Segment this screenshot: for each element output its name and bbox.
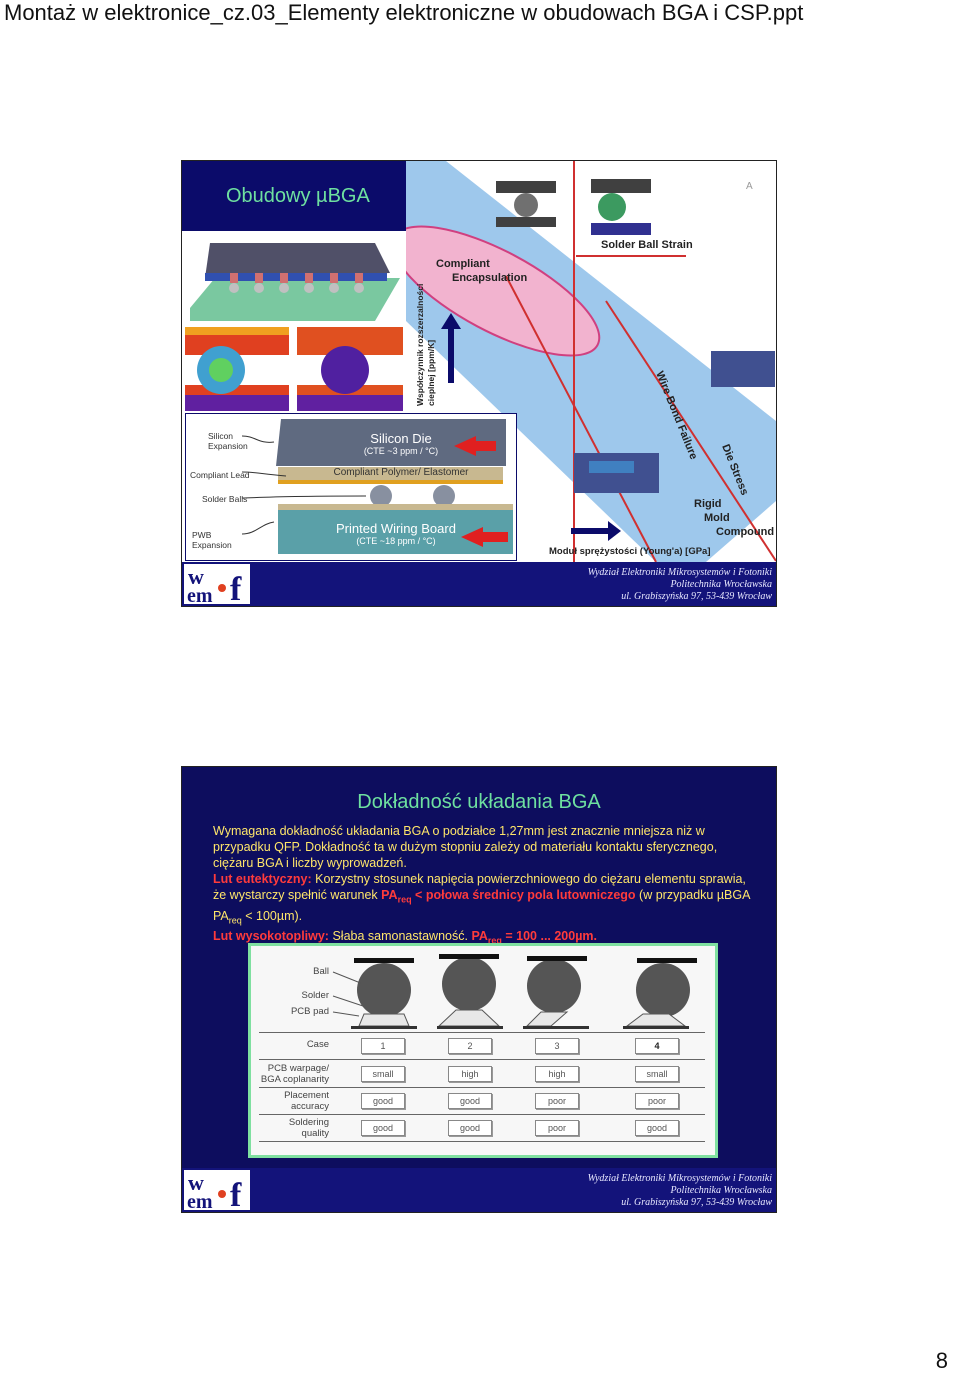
y-axis-label-1: Współczynnik rozszerzalności	[415, 284, 425, 406]
case-cell-2: 2	[448, 1038, 492, 1054]
slide-body-text: Wymagana dokładność układania BGA o podz…	[213, 823, 758, 949]
die-stress-line	[605, 300, 776, 562]
eutectic-tail: (w przypadku µBGA PA	[213, 888, 750, 923]
eutectic-label: Lut eutektyczny:	[213, 872, 312, 886]
slide-ubga-packages: Obudowy µBGA Solder Ball Strain Complian…	[181, 160, 777, 607]
footer-faculty: Wydział Elektroniki Mikrosystemów i Foto…	[587, 1173, 772, 1184]
soldering-cell-2: good	[448, 1120, 492, 1136]
high-temp-text: Słaba samonastawność.	[328, 929, 472, 943]
ball-case-3	[523, 956, 589, 1029]
svg-text:em: em	[187, 1191, 213, 1210]
compliant-ellipse	[406, 225, 601, 357]
placement-cell-4: poor	[635, 1093, 679, 1109]
paragraph-high-temp: Lut wysokotopliwy: Słaba samonastawność.…	[213, 928, 758, 949]
compliant-label: Compliant	[436, 258, 490, 270]
row-case-label: Case	[306, 1039, 329, 1050]
x-axis-label: Moduł sprężystości (Young'a) [GPa]	[549, 546, 711, 557]
warpage-cell-3: high	[535, 1066, 579, 1082]
mold-label: Mold	[704, 512, 730, 524]
ubga-package-render	[185, 233, 403, 325]
footer-university: Politechnika Wrocławska	[670, 579, 772, 590]
svg-text:f: f	[230, 571, 242, 604]
row-warpage-label: PCB warpage/BGA coplanarity	[260, 1063, 329, 1085]
ball-case-4	[623, 958, 697, 1029]
svg-text:w: w	[188, 564, 204, 589]
ball-case-2	[437, 954, 503, 1029]
silicon-die-cte: (CTE ~3 ppm / °C)	[363, 446, 439, 456]
pa-req-range: PAreq = 100 ... 200µm.	[471, 929, 598, 946]
y-axis-label-2: cieplnej [ppm/K]	[426, 340, 436, 406]
self-alignment-table: Ball Solder PCB pad Case PCB warpage/BGA…	[248, 943, 718, 1158]
high-temp-label: Lut wysokotopliwy:	[213, 929, 329, 943]
slide-footer: w em f Wydział Elektroniki Mikrosystemów…	[182, 1168, 776, 1212]
footer-street: ul. Grabiszyńska 97, 53-439 Wrocław	[621, 1197, 772, 1208]
page-number: 8	[935, 1348, 948, 1373]
compliant-polymer-label: Compliant Polymer/ Elastomer	[333, 467, 469, 478]
svg-text:f: f	[230, 1177, 242, 1210]
case-cell-3: 3	[535, 1038, 579, 1054]
soldering-cell-1: good	[361, 1120, 405, 1136]
encapsulation-label: Encapsulation	[452, 272, 527, 284]
paragraph-accuracy: Wymagana dokładność układania BGA o podz…	[213, 824, 718, 870]
document-title: Montaż w elektronice_cz.03_Elementy elek…	[4, 0, 804, 25]
footer-faculty: Wydział Elektroniki Mikrosystemów i Foto…	[587, 567, 772, 578]
ball-case-1	[351, 958, 417, 1029]
soldering-cell-3: poor	[535, 1120, 579, 1136]
wire-bond-line	[505, 275, 657, 562]
table-divider	[259, 1059, 705, 1060]
pa-req-term: PAreq < połowa średnicy pola lutowniczeg…	[381, 888, 636, 905]
solder-label: Solder	[301, 990, 329, 1001]
pwb-expansion-label-1: PWB	[192, 530, 212, 540]
svg-text:em: em	[187, 585, 213, 604]
warpage-cell-1: small	[361, 1066, 405, 1082]
solder-balls-label: Solder Balls	[202, 494, 248, 504]
table-divider	[259, 1087, 705, 1088]
pwb-expansion-label-2: Expansion	[192, 540, 232, 550]
fem-simulation-images	[185, 327, 403, 411]
rigid-label: Rigid	[694, 498, 722, 510]
svg-text:w: w	[188, 1170, 204, 1195]
wemif-logo: w em f	[184, 1170, 250, 1210]
table-divider	[259, 1032, 705, 1033]
compound-label: Compound	[716, 526, 774, 538]
ubga-cross-section: Silicon Expansion Compliant Lead Solder …	[185, 413, 517, 561]
eutectic-text: Korzystny stosunek napięcia powierzchnio…	[213, 872, 746, 902]
silicon-die-label: Silicon Die	[370, 431, 432, 446]
table-divider	[259, 1141, 705, 1142]
compliant-lead-label: Compliant Lead	[190, 470, 250, 480]
pcb-pad-label: PCB pad	[290, 1006, 329, 1017]
placement-cell-1: good	[361, 1093, 405, 1109]
footer-address: Wydział Elektroniki Mikrosystemów i Foto…	[588, 567, 772, 603]
slide-footer: w em f Wydział Elektroniki Mikrosystemów…	[182, 562, 776, 606]
slide-title-bar: Obudowy µBGA	[182, 161, 406, 231]
solder-ball-strain-label: Solder Ball Strain	[601, 239, 693, 251]
warpage-cell-2: high	[448, 1066, 492, 1082]
footer-street: ul. Grabiszyńska 97, 53-439 Wrocław	[621, 591, 772, 602]
cte-modulus-chart: Solder Ball Strain Compliant Encapsulati…	[406, 161, 776, 562]
warpage-cell-4: small	[635, 1066, 679, 1082]
slide-title: Obudowy µBGA	[226, 185, 370, 207]
wemif-logo: w em f	[184, 564, 250, 604]
placement-cell-2: good	[448, 1093, 492, 1109]
paragraph-eutectic: Lut eutektyczny: Korzystny stosunek napi…	[213, 872, 750, 925]
footer-address: Wydział Elektroniki Mikrosystemów i Foto…	[588, 1173, 772, 1209]
footer-university: Politechnika Wrocławska	[670, 1185, 772, 1196]
slide-bga-placement-accuracy: Dokładność układania BGA Wymagana dokład…	[181, 766, 777, 1213]
chart-marker: A	[746, 181, 753, 192]
ball-label: Ball	[313, 966, 329, 977]
slide-title: Dokładność układania BGA	[357, 791, 601, 813]
silicon-expansion-label-2: Expansion	[208, 441, 248, 451]
silicon-expansion-label-1: Silicon	[208, 431, 234, 441]
soldering-cell-4: good	[635, 1120, 679, 1136]
case-cell-1: 1	[361, 1038, 405, 1054]
pwb-board-label: Printed Wiring Board	[336, 521, 456, 536]
case-cell-4: 4	[635, 1038, 679, 1054]
placement-cell-3: poor	[535, 1093, 579, 1109]
table-divider	[259, 1114, 705, 1115]
pwb-board-cte: (CTE ~18 ppm / °C)	[356, 536, 436, 546]
